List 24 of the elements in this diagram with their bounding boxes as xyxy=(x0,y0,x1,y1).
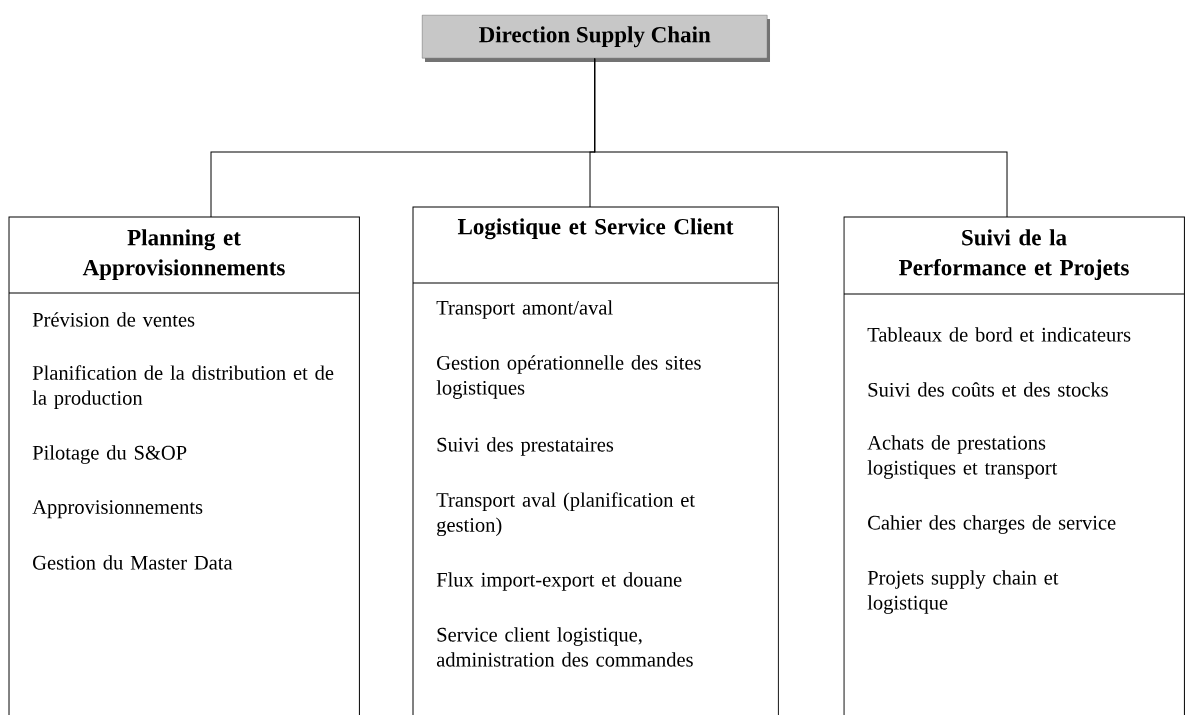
column-box xyxy=(412,206,779,715)
list-item: Projets supply chain et logistique xyxy=(867,570,1059,614)
column-heading: Logistique et Service Client xyxy=(457,218,734,240)
list-item: Flux import-export et douane xyxy=(436,572,682,591)
list-item: Achats de prestations logistiques et transport xyxy=(867,435,1058,479)
column-box xyxy=(843,216,1185,715)
column-heading: Planning et Approvisionnements xyxy=(82,229,285,281)
list-item: Cahier des charges de service xyxy=(868,515,1116,534)
list-item: Suivi des coûts et des stocks xyxy=(868,382,1108,397)
list-item: Transport amont/aval xyxy=(436,300,613,319)
list-item: Gestion du Master Data xyxy=(33,555,233,570)
list-item: Suivi des prestataires xyxy=(437,437,614,456)
list-item: Service client logistique, administration des commandes xyxy=(436,627,693,667)
column-box xyxy=(8,216,360,715)
list-item: Transport aval (planification et gestion) xyxy=(436,492,695,537)
list-item: Gestion opérationnelle des sites logistiques xyxy=(436,355,701,399)
column-heading: Suivi de la Performance et Projets xyxy=(899,229,1129,281)
list-item: Approvisionnements xyxy=(32,500,203,519)
connector-line xyxy=(594,57,1008,218)
list-item: Pilotage du S&OP xyxy=(32,445,187,464)
header-box: Direction Supply Chain xyxy=(422,15,770,62)
list-item: Prévision de ventes xyxy=(32,312,195,327)
list-item: Planification de la distribution et de la production xyxy=(32,365,334,409)
list-item: Tableaux de bord et indicateurs xyxy=(867,327,1131,342)
